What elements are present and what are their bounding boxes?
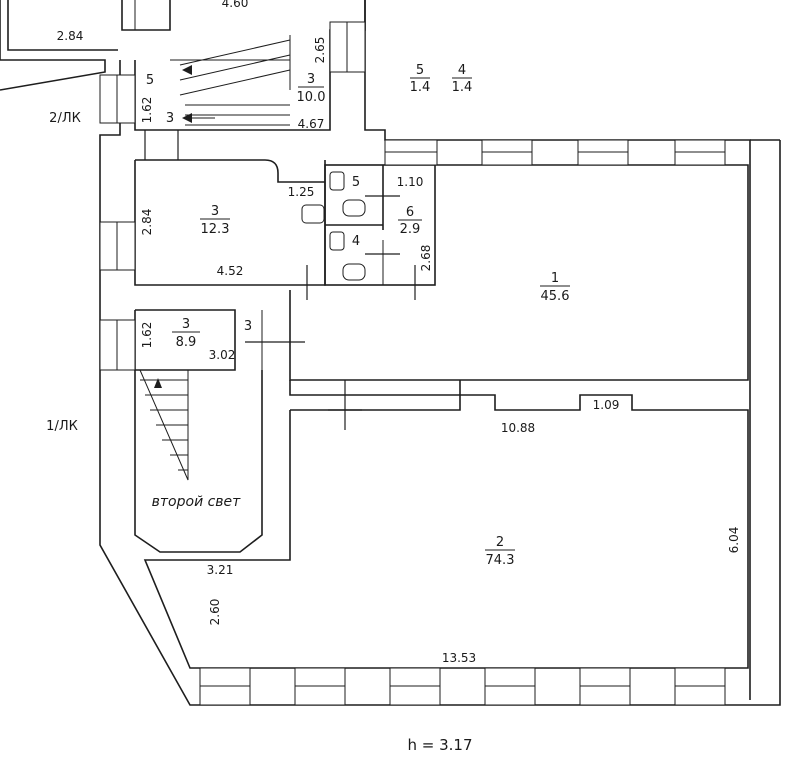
room-1-no: 1 xyxy=(551,271,559,286)
dim-2-84-left: 2.84 xyxy=(140,209,154,236)
arrow-icon xyxy=(154,65,215,388)
height-note: h = 3.17 xyxy=(407,736,472,754)
stair-second-light xyxy=(139,369,189,481)
outer-wall-top-right xyxy=(364,0,751,700)
axis-1lk: 1/ЛК xyxy=(46,419,78,434)
dim-2-68: 2.68 xyxy=(419,245,433,272)
label-wc-5: 5 xyxy=(352,175,360,190)
stair-top xyxy=(179,39,291,126)
dim-6-04: 6.04 xyxy=(727,527,741,554)
label-room-5-top: 5 xyxy=(146,73,154,88)
window-top-row xyxy=(384,139,726,166)
room-4-area: 1.4 xyxy=(452,80,473,95)
top-annex-wall xyxy=(121,0,171,31)
dim-2-60: 2.60 xyxy=(208,599,222,626)
room-4-no: 4 xyxy=(458,63,466,78)
dim-3-21: 3.21 xyxy=(207,563,234,577)
dim-1-62-mid: 1.62 xyxy=(140,322,154,349)
dim-1-10: 1.10 xyxy=(397,175,424,189)
dim-3-02: 3.02 xyxy=(209,348,236,362)
room-1-wall xyxy=(289,164,749,381)
room-3-top-no: 3 xyxy=(307,72,315,87)
room-3-area: 12.3 xyxy=(201,222,230,237)
room-3-8-area: 8.9 xyxy=(176,335,197,350)
toilet-icon xyxy=(301,171,366,281)
room-6-area: 2.9 xyxy=(400,222,421,237)
dim-1-62-top: 1.62 xyxy=(140,97,154,124)
dim-1-25: 1.25 xyxy=(288,185,315,199)
window-bottom-row xyxy=(199,667,726,706)
outer-wall-right xyxy=(99,60,781,706)
label-stair-3-top: 3 xyxy=(166,111,174,126)
label-stair-3-mid: 3 xyxy=(244,319,252,334)
room-2-area: 74.3 xyxy=(486,553,515,568)
room-5-no: 5 xyxy=(416,63,424,78)
room-5-area: 1.4 xyxy=(410,80,431,95)
dim-4-52: 4.52 xyxy=(217,264,244,278)
second-light-label: второй свет xyxy=(152,494,242,510)
door-marks xyxy=(144,130,416,430)
dim-4-67: 4.67 xyxy=(298,117,325,131)
top-left-annex-inner xyxy=(7,0,118,51)
room-3-8-no: 3 xyxy=(182,317,190,332)
label-wc-4: 4 xyxy=(352,234,360,249)
window-left-col xyxy=(99,21,366,371)
top-left-annex-wall xyxy=(0,0,106,91)
room-6-no: 6 xyxy=(406,205,414,220)
room-1-area: 45.6 xyxy=(541,289,570,304)
room-3-top-area: 10.0 xyxy=(297,90,326,105)
dim-2-65: 2.65 xyxy=(313,37,327,64)
dim-top-cut: 4.60 xyxy=(222,0,249,10)
dim-13-53: 13.53 xyxy=(442,651,476,665)
dim-1-09: 1.09 xyxy=(593,398,620,412)
axis-2lk: 2/ЛК xyxy=(49,111,81,126)
dim-2-84-top: 2.84 xyxy=(57,29,84,43)
room-3-no: 3 xyxy=(211,204,219,219)
room-2-wall xyxy=(143,394,749,669)
dim-10-88: 10.88 xyxy=(501,421,535,435)
second-light-wall xyxy=(134,370,263,553)
room-2-no: 2 xyxy=(496,535,504,550)
